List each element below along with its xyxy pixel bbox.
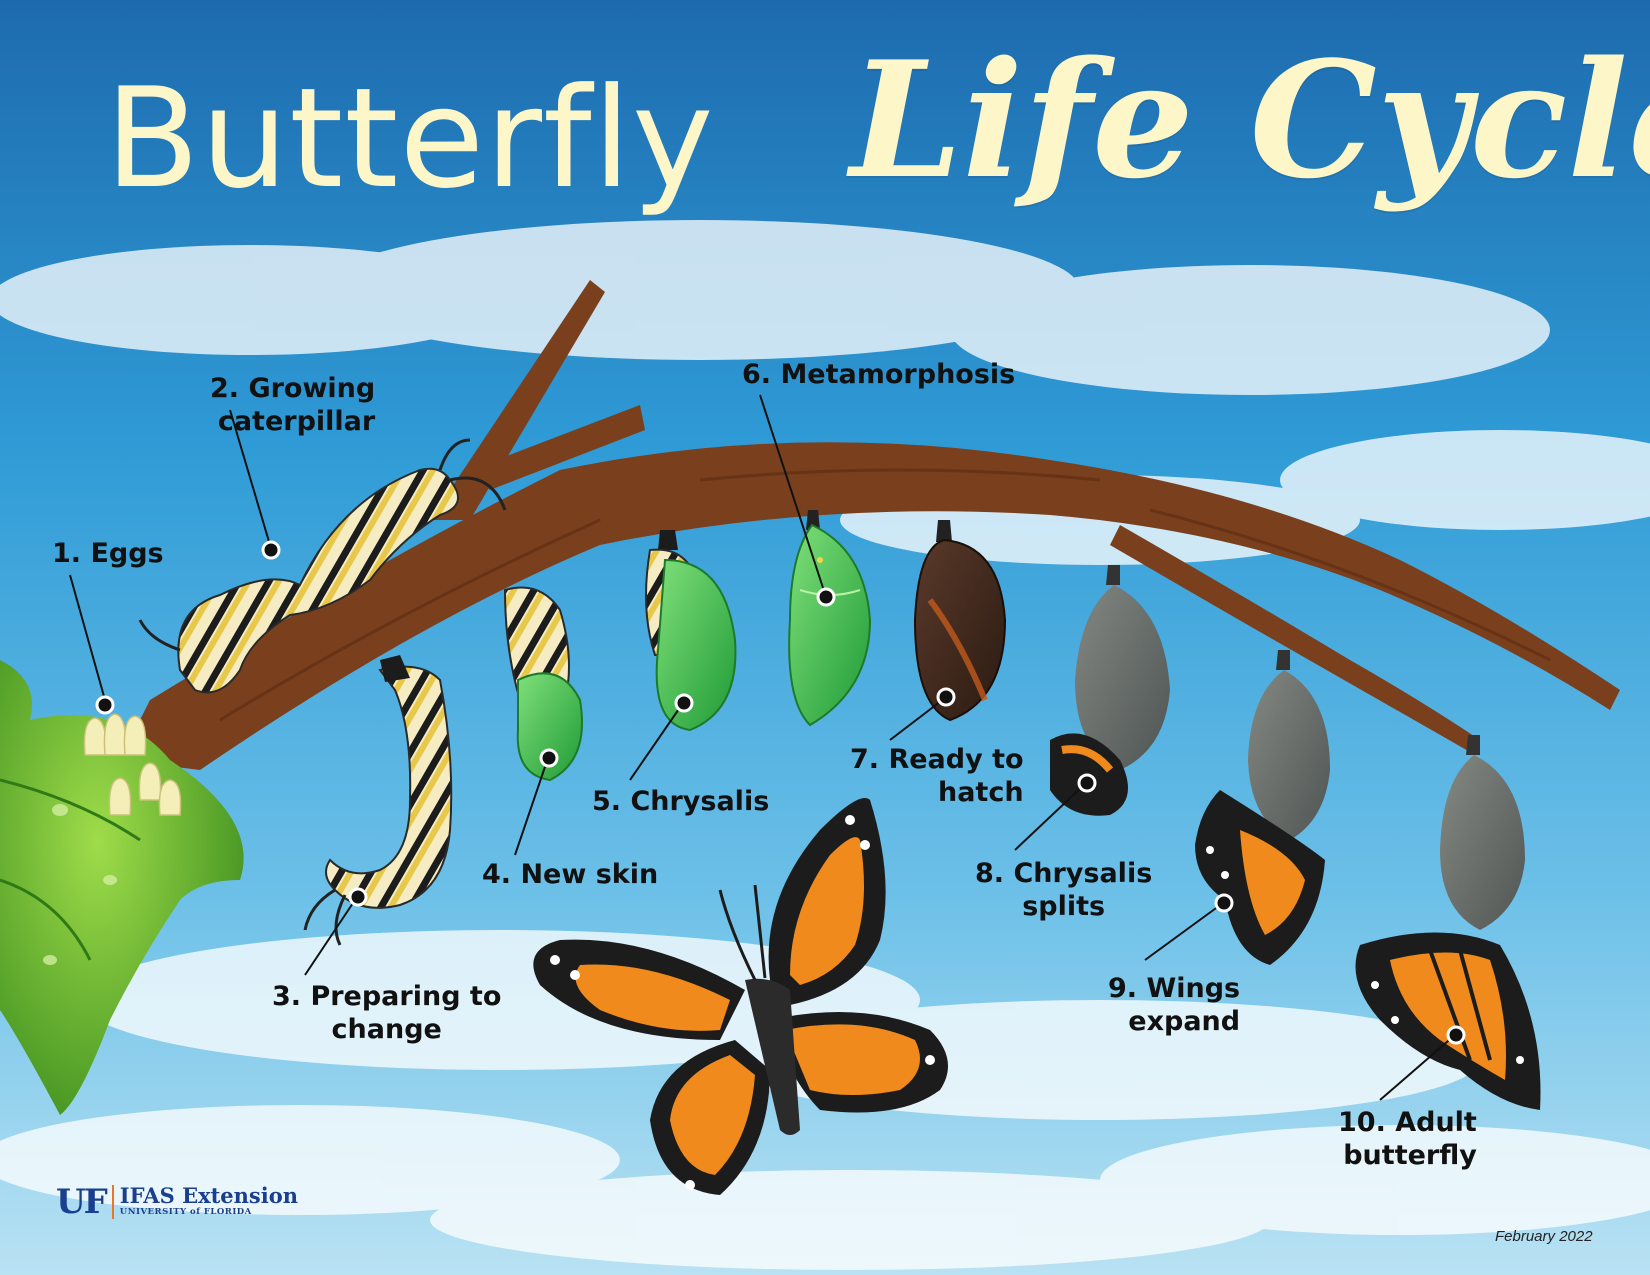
stage-label-wings-expand: 9. Wings expand: [1108, 973, 1241, 1037]
title-part-2: Life Cycle: [850, 26, 1650, 214]
branch-grain: [219, 468, 1551, 722]
title-part-1: Butterfly: [105, 58, 715, 219]
butterfly-icon: [533, 798, 948, 1195]
butterfly-icon: [1355, 735, 1541, 1110]
leader-lines: [69, 394, 1456, 1101]
chrysalis-icon: [503, 586, 583, 782]
stage-label-metamorphosis: 6. Metamorphosis: [742, 359, 1016, 390]
stage-label-chrysalis-splits: 8. Chrysalis splits: [975, 858, 1153, 922]
stage-label-preparing-to-change: 3. Preparing to change: [272, 981, 502, 1045]
stage-label-growing-caterpillar: 2. Growing caterpillar: [210, 373, 376, 437]
stage-label-ready-to-hatch: 7. Ready to hatch: [850, 744, 1024, 808]
logo-subtitle: UNIVERSITY of FLORIDA: [119, 1207, 252, 1217]
caterpillar-icon: [138, 438, 507, 694]
publication-date: February 2022: [1495, 1228, 1593, 1245]
stage-label-chrysalis: 5. Chrysalis: [592, 786, 770, 817]
leaf-illustration: [0, 660, 244, 1115]
uf-ifas-logo: UF IFAS Extension UNIVERSITY of FLORIDA: [56, 1184, 298, 1220]
stage-label-adult-butterfly: 10. Adult butterfly: [1338, 1107, 1477, 1171]
butterfly-icon: [1195, 650, 1330, 965]
branch-illustration: [120, 280, 1620, 770]
egg-icon: [83, 713, 182, 816]
stage-label-eggs: 1. Eggs: [52, 538, 164, 569]
logo-name: IFAS Extension: [119, 1183, 298, 1208]
caterpillar-icon: [303, 655, 453, 946]
chrysalis-icon: [913, 520, 1007, 722]
leader-dots: [95, 540, 1466, 1045]
chrysalis-icon: [788, 510, 872, 727]
logo-mark: UF: [56, 1182, 108, 1222]
stage-label-new-skin: 4. New skin: [482, 859, 659, 890]
logo-divider: [111, 1185, 114, 1219]
chrysalis-icon: [645, 530, 737, 732]
